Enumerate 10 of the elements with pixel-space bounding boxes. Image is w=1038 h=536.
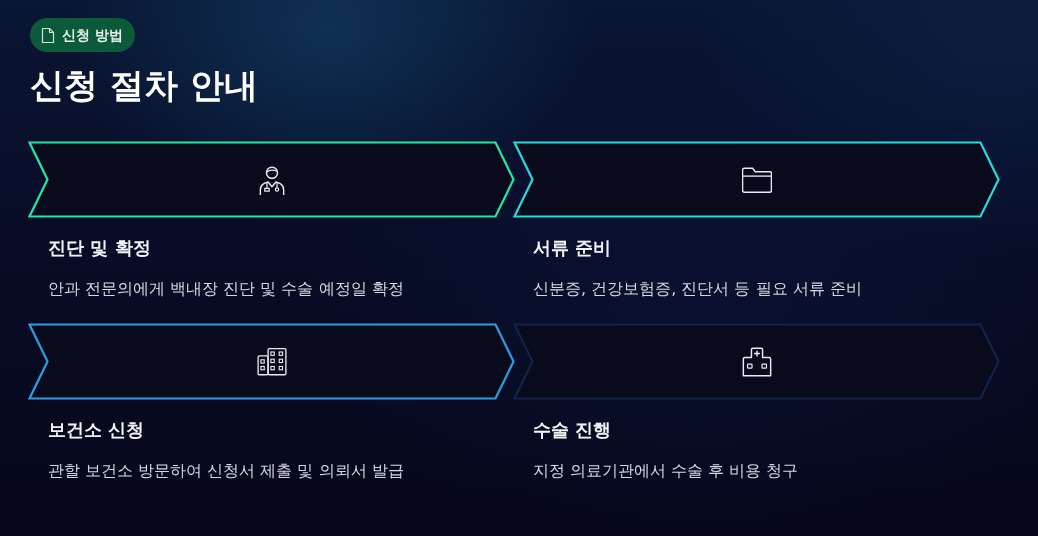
step-description: 신분증, 건강보험증, 진단서 등 필요 서류 준비 xyxy=(533,278,862,300)
tag-label: 신청 방법 xyxy=(62,26,123,44)
step-description: 안과 전문의에게 백내장 진단 및 수술 예정일 확정 xyxy=(48,278,404,300)
step-title: 보건소 신청 xyxy=(48,418,145,442)
step-title: 서류 준비 xyxy=(533,236,612,260)
page-title: 신청 절차 안내 xyxy=(30,64,258,107)
step-description: 관할 보건소 방문하여 신청서 제출 및 의뢰서 발급 xyxy=(48,460,404,482)
step-description: 지정 의료기관에서 수술 후 비용 청구 xyxy=(533,460,799,482)
step-title: 수술 진행 xyxy=(533,418,612,442)
step-title: 진단 및 확정 xyxy=(48,236,151,260)
